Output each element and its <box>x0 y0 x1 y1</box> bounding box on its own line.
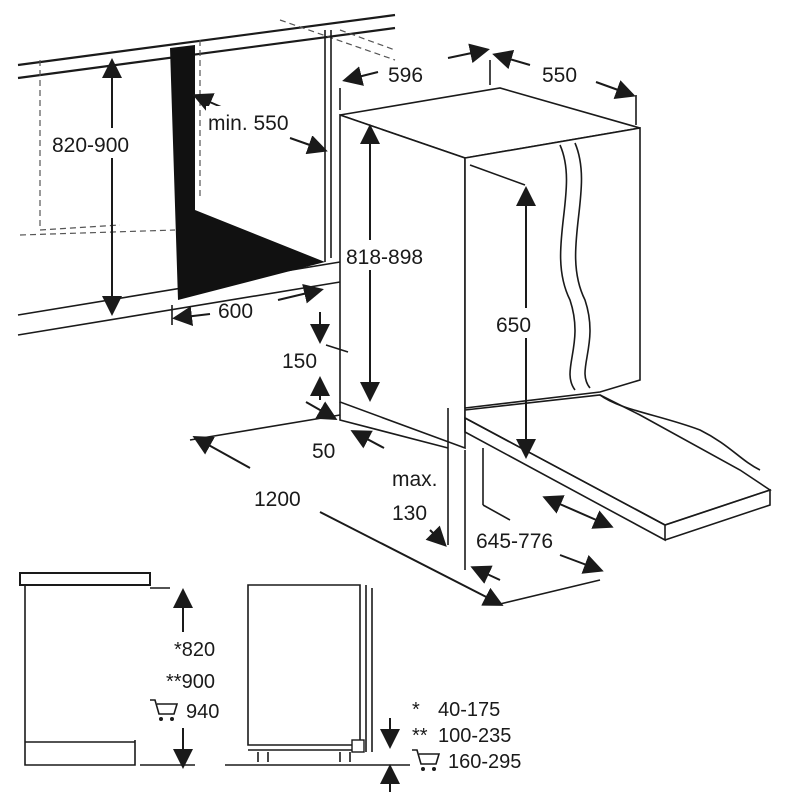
legend-left-2-value: 900 <box>182 671 215 693</box>
legend-left: *820 **900 940 <box>150 632 240 728</box>
legend-right-2-value: 100-235 <box>438 725 511 747</box>
svg-text:**900: **900 <box>166 671 215 693</box>
svg-text:**: ** <box>412 725 428 747</box>
label-appliance-width: 596 <box>388 64 423 87</box>
legend-right-1-value: 40-175 <box>438 699 500 721</box>
cabinet-niche <box>17 13 396 336</box>
label-niche-depth: min. 550 <box>208 112 289 135</box>
label-max-value: 130 <box>392 502 427 525</box>
label-niche-width: 600 <box>218 300 253 323</box>
dimension-clearance: 1200 <box>189 414 601 606</box>
label-plinth-height: 150 <box>282 350 317 373</box>
legend-right: * 40-175 ** 100-235 160-295 <box>412 699 521 773</box>
dimension-door-swing: 645-776 <box>476 448 614 574</box>
dimension-niche-depth: min. 550 <box>192 93 328 155</box>
dimension-appliance-height: 818-898 <box>344 124 456 402</box>
dimension-max-gap: max. 130 <box>392 448 501 584</box>
side-view-right <box>225 584 410 792</box>
legend-left-3-value: 940 <box>186 701 219 723</box>
svg-text:*: * <box>412 699 420 721</box>
dimension-niche-width: 600 <box>171 283 324 327</box>
svg-text:*820: *820 <box>174 639 215 661</box>
dimension-plinth-depth: 50 <box>305 401 385 463</box>
dimension-niche-height: 820-900 <box>52 58 162 316</box>
label-appliance-depth: 550 <box>542 64 577 87</box>
label-door-swing: 645-776 <box>476 530 553 553</box>
label-door-height: 650 <box>496 314 531 337</box>
label-niche-height: 820-900 <box>52 134 129 157</box>
cart-icon <box>150 699 179 721</box>
cart-icon <box>412 749 441 771</box>
label-plinth-depth: 50 <box>312 440 335 463</box>
dimension-appliance-depth: 550 <box>492 49 637 125</box>
dimension-door-height: 650 <box>469 164 554 459</box>
legend-left-1-value: 820 <box>182 639 215 661</box>
dimension-appliance-width: 596 <box>339 43 491 110</box>
legend-right-3-value: 160-295 <box>448 751 521 773</box>
label-clearance: 1200 <box>254 488 301 511</box>
side-view-left <box>19 572 195 769</box>
label-appliance-height: 818-898 <box>346 246 423 269</box>
dimension-plinth-height: 150 <box>282 312 349 400</box>
label-max: max. <box>392 468 438 491</box>
niche-shadow <box>170 45 325 300</box>
